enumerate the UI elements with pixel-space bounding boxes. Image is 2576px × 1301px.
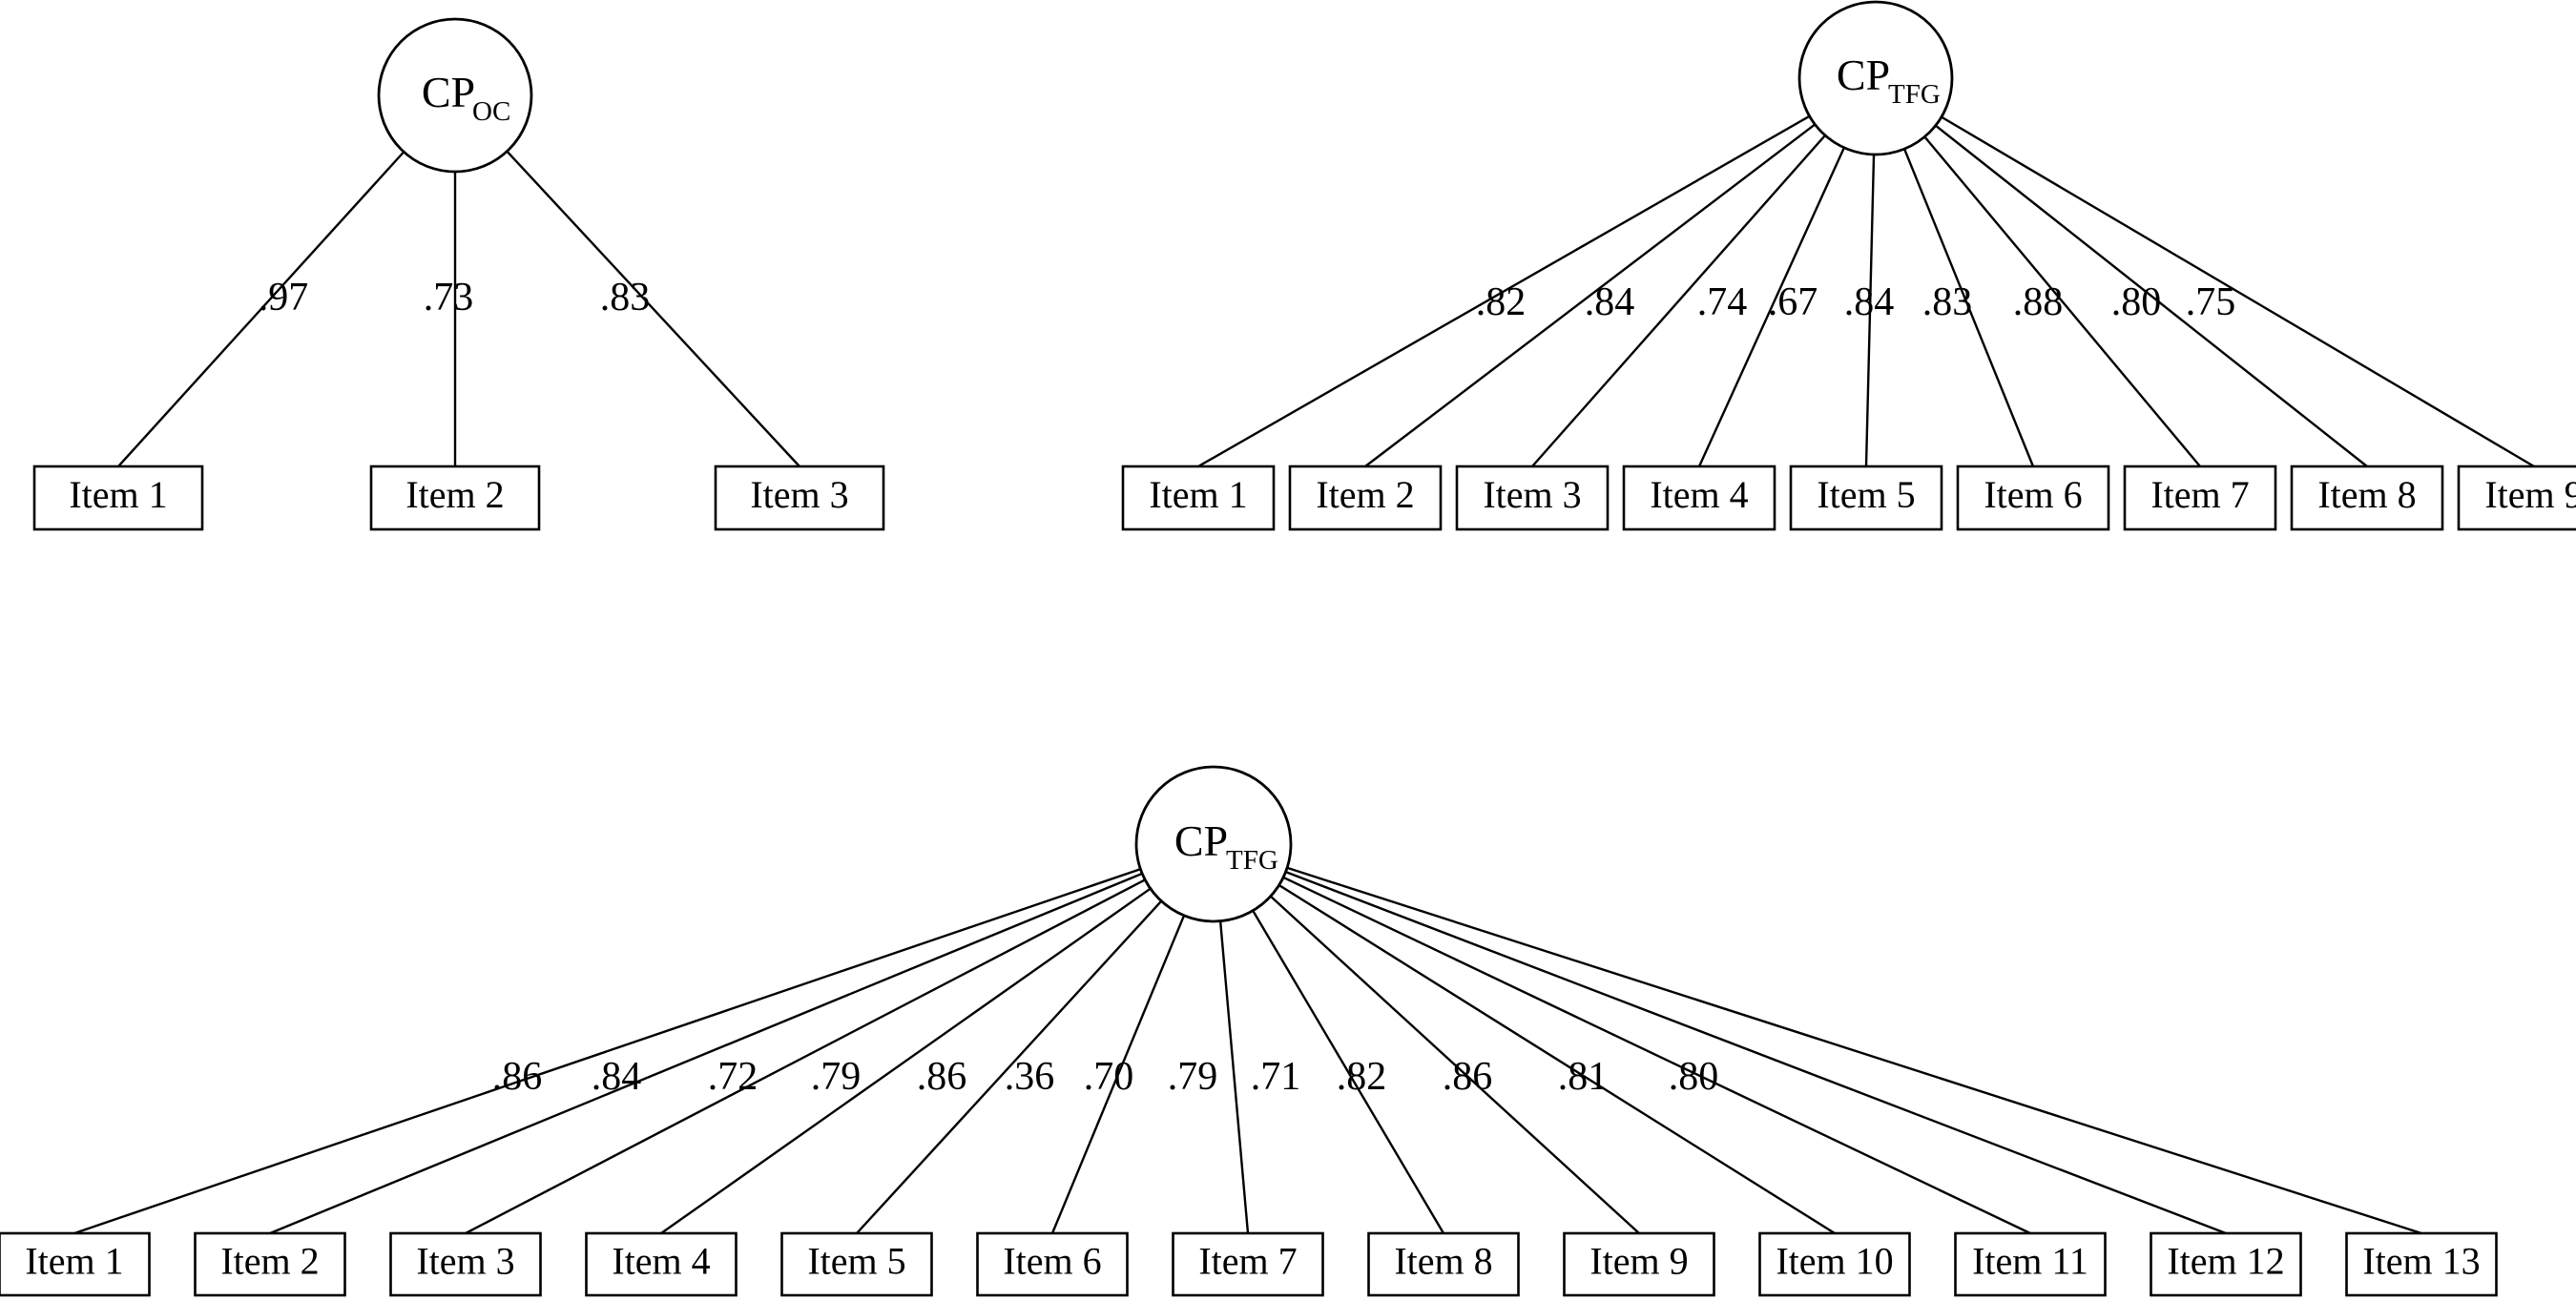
indicator-label: Item 1 [69,473,167,516]
loading-value-label: .75 [2186,280,2236,324]
panel-cp-tfg-13-paths [73,866,2422,1235]
indicator-box[interactable]: Item 7 [1172,1231,1324,1297]
indicator-box[interactable]: Item 1 [32,465,204,531]
indicator-label: Item 4 [1650,473,1748,516]
loading-value-label: .82 [1337,1055,1387,1099]
indicator-box[interactable]: Item 4 [1622,465,1776,531]
indicator-box[interactable]: Item 8 [2290,465,2444,531]
loading-value-label: .86 [1443,1055,1493,1099]
indicator-label: Item 5 [1817,473,1915,516]
loading-value-label: .81 [1558,1055,1609,1099]
loading-value-label: .72 [708,1055,758,1099]
indicator-box[interactable]: Item 6 [1956,465,2110,531]
loading-value-label: .88 [2013,280,2064,324]
loading-value-label: .36 [1005,1055,1055,1099]
loading-value-label: .97 [259,276,309,320]
indicator-label: Item 7 [2150,473,2249,516]
loading-value-label: .84 [1585,280,1635,324]
indicator-box[interactable]: Item 5 [1789,465,1943,531]
panel-cp-oc-loading-labels: .97 .73 .83 [259,276,651,320]
loading-value-label: .86 [917,1055,967,1099]
loading-value-label: .80 [1669,1055,1719,1099]
indicator-box[interactable]: Item 11 [1954,1231,2107,1297]
indicator-label: Item 9 [2484,473,2576,516]
indicator-label: Item 3 [1483,473,1581,516]
panel-cp-tfg-9-paths [1197,114,2535,468]
indicator-box[interactable]: Item 2 [1288,465,1443,531]
indicator-label: Item 3 [416,1240,514,1283]
loading-value-label: .84 [592,1055,642,1099]
loading-value-label: .71 [1251,1055,1301,1099]
loading-value-label: .70 [1084,1055,1134,1099]
indicator-box[interactable]: Item 5 [780,1231,933,1297]
indicator-label: Item 9 [1589,1240,1688,1283]
factor-label-cp-oc-sub: OC [472,96,510,127]
factor-label-cp-tfg-top-main: CP [1837,51,1890,99]
panel-cp-tfg-13: Item 1 Item 2 Item 3 Item 4 Item 5 Item 6 Item… [0,765,2498,1297]
indicator-box[interactable]: Item 8 [1367,1231,1520,1297]
panel-cp-oc-paths [117,150,800,467]
indicator-box[interactable]: Item 6 [976,1231,1129,1297]
indicator-box[interactable]: Item 9 [2457,465,2576,531]
indicator-box[interactable]: Item 7 [2123,465,2277,531]
indicator-box[interactable]: Item 4 [585,1231,737,1297]
indicator-label: Item 8 [1394,1240,1492,1283]
loading-value-label: .67 [1768,280,1818,324]
latent-factor-circle-cp-oc[interactable] [377,17,533,174]
indicator-box[interactable]: Item 1 [0,1231,151,1297]
indicator-box[interactable]: Item 13 [2345,1231,2498,1297]
indicator-label: Item 3 [750,473,848,516]
indicator-box[interactable]: Item 3 [1455,465,1610,531]
indicator-box[interactable]: Item 3 [714,465,885,531]
indicator-label: Item 10 [1776,1240,1893,1283]
indicator-label: Item 6 [1984,473,2082,516]
loading-value-label: .80 [2111,280,2162,324]
indicator-label: Item 1 [1149,473,1247,516]
panel-cp-oc-indicators: Item 1 Item 2 Item 3 [32,465,885,531]
indicator-label: Item 2 [405,473,504,516]
factor-label-cp-oc-main: CP [422,68,475,116]
indicator-label: Item 7 [1198,1240,1297,1283]
indicator-box[interactable]: Item 2 [369,465,541,531]
factor-label-cp-tfg-bottom-sub: TFG [1226,845,1278,876]
indicator-label: Item 5 [807,1240,905,1283]
panel-cp-tfg-13-loading-labels: .86 .84 .72 .79 .86 .36 .70 .79 .71 .82 .86 .81 .80 [492,1055,1719,1099]
latent-factor-circle-cp-tfg-top[interactable] [1797,0,1954,156]
loading-value-label: .79 [811,1055,862,1099]
panel-cp-tfg-9: Item 1 Item 2 Item 3 Item 4 Item 5 Item 6 Item… [1121,0,2576,531]
indicator-label: Item 6 [1003,1240,1101,1283]
indicator-label: Item 12 [2167,1240,2284,1283]
indicator-box[interactable]: Item 12 [2150,1231,2302,1297]
indicator-label: Item 11 [1972,1240,2088,1283]
loading-value-label: .79 [1168,1055,1218,1099]
factor-label-cp-tfg-top-sub: TFG [1888,79,1941,110]
indicator-box[interactable]: Item 1 [1121,465,1276,531]
indicator-label: Item 13 [2362,1240,2480,1283]
indicator-label: Item 2 [220,1240,319,1283]
loading-value-label: .83 [1922,280,1973,324]
panel-cp-tfg-9-indicators: Item 1 Item 2 Item 3 Item 4 Item 5 Item 6 Item… [1121,465,2576,531]
loading-value-label: .82 [1476,280,1527,324]
indicator-label: Item 8 [2317,473,2416,516]
factor-label-cp-tfg-bottom-main: CP [1174,816,1228,865]
loading-value-label: .84 [1844,280,1895,324]
loading-value-label: .74 [1697,280,1748,324]
indicator-box[interactable]: Item 10 [1758,1231,1911,1297]
indicator-box[interactable]: Item 2 [194,1231,346,1297]
indicator-label: Item 4 [612,1240,710,1283]
indicator-box[interactable]: Item 9 [1563,1231,1715,1297]
panel-cp-tfg-9-loading-labels: .82 .84 .74 .67 .84 .83 .88 .80 .75 [1476,280,2236,324]
loading-value-label: .73 [424,276,474,320]
loading-value-label: .83 [600,276,651,320]
panel-cp-oc: Item 1 Item 2 Item 3 CP OC .97 .73 .83 [32,17,885,531]
indicator-label: Item 1 [25,1240,123,1283]
loading-value-label: .86 [492,1055,543,1099]
latent-factor-circle-cp-tfg-bottom[interactable] [1134,765,1293,923]
panel-cp-tfg-13-indicators: Item 1 Item 2 Item 3 Item 4 Item 5 Item 6 Item… [0,1231,2498,1297]
indicator-label: Item 2 [1316,473,1414,516]
indicator-box[interactable]: Item 3 [389,1231,542,1297]
